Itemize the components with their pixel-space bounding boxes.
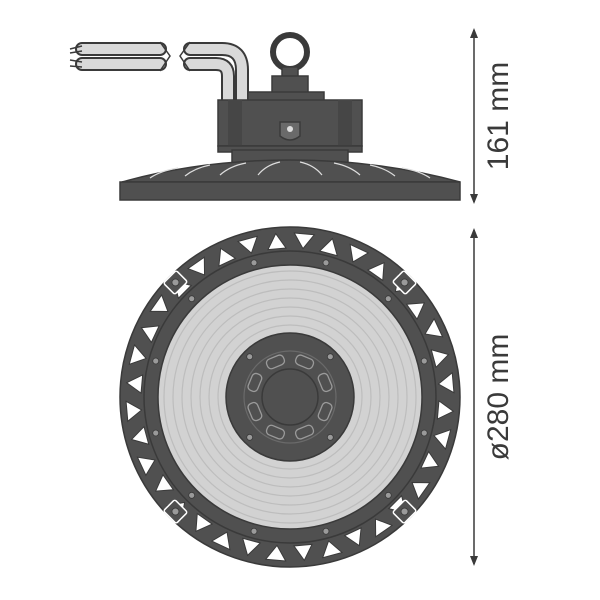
power-cables	[69, 41, 249, 107]
heat-sink-side	[119, 159, 461, 201]
side-view	[69, 32, 461, 201]
center-hub	[225, 332, 355, 462]
rim-screws	[152, 259, 428, 535]
top-view	[119, 226, 461, 568]
height-dimension: 161 mm	[470, 28, 515, 204]
heat-sink-fins	[125, 232, 455, 562]
mounting-tabs	[163, 270, 417, 524]
lens-rings	[163, 270, 417, 524]
diameter-dimension: ø280 mm	[470, 228, 515, 566]
eye-bolt	[270, 32, 310, 97]
height-label: 161 mm	[482, 62, 515, 170]
driver-housing	[217, 91, 363, 167]
diameter-label: ø280 mm	[482, 334, 515, 461]
